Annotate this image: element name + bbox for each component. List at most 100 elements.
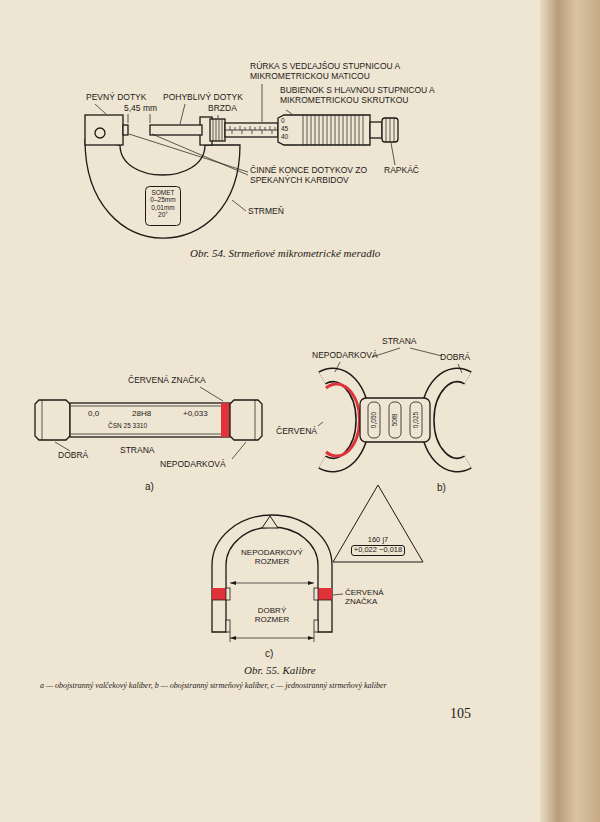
scale-number: 0 <box>281 117 285 124</box>
ratchet-neck <box>370 122 382 138</box>
part-label: ČINNÉ KONCE DOTYKOV ZO SPEKANÝCH KARBIDO… <box>250 166 375 186</box>
single-snap-gauge-part <box>318 600 332 601</box>
dimension-label: DOBRÝ ROZMER <box>240 606 304 624</box>
part-label: NEPODARKOVÁ <box>312 351 378 361</box>
gauge-marking: 28H8 <box>132 409 151 418</box>
thimble-knurl-part <box>347 115 348 145</box>
gauge-marking: 0,025 <box>412 412 419 428</box>
part-label: ČERVENÁ ZNAČKA <box>128 376 206 386</box>
double-snap-leaders-part <box>410 348 442 356</box>
sub-figure-letter: b) <box>437 482 446 494</box>
lock-knurl-part <box>222 119 223 141</box>
box-text: 160 j7 <box>368 536 388 545</box>
scale-number: 45 <box>281 125 288 132</box>
right-jaw <box>427 375 468 465</box>
plug-gauge-part <box>70 434 230 435</box>
part-label: STRMEŇ <box>248 207 284 217</box>
part-label: STRANA <box>382 337 416 347</box>
thimble-knurl-part <box>311 115 312 145</box>
gauge-marking: +0,033 <box>183 409 208 418</box>
part-label: RÚRKA S VEDĽAJŠOU STUPNICOU A MIKROMETRI… <box>250 62 430 82</box>
micrometer <box>85 115 398 238</box>
sleeve-ticks-part <box>260 126 261 130</box>
gauge-marking: ČSN 25 3310 <box>108 422 147 429</box>
scale-number: 40 <box>281 133 288 140</box>
lock-knurl-part <box>219 119 220 141</box>
double-snap-leaders-part <box>458 364 462 373</box>
red-arc <box>326 384 360 456</box>
double-snap-leaders-part <box>335 362 340 372</box>
thimble-knurl-part <box>307 115 308 145</box>
single-snap-dimensions-part <box>230 636 236 640</box>
ratchet-knurl-part <box>390 118 391 142</box>
micrometer-leaders-part <box>232 200 246 211</box>
sleeve <box>225 123 278 137</box>
single-snap-dimensions-part <box>230 583 314 584</box>
single-snap-dimensions-part <box>230 581 236 585</box>
gauge-marking: 50f8 <box>391 414 398 427</box>
dimension-label: NEPODARKOVÝ ROZMER <box>232 548 312 566</box>
tolerance-triangle-shape <box>333 485 423 562</box>
tag <box>410 402 422 438</box>
single-snap-dimensions <box>230 581 343 642</box>
gauge-marking: 0,0 <box>88 409 99 418</box>
spindle <box>150 125 202 135</box>
sleeve-ticks-part <box>270 126 271 130</box>
micrometer-leaders-part <box>180 104 185 124</box>
plug-gauge <box>35 400 262 440</box>
left-jaw-outline <box>322 375 363 465</box>
ratchet-knurl-part <box>394 118 395 142</box>
sleeve-ticks-part <box>265 127 266 130</box>
lock-knurl-part <box>216 119 217 141</box>
box-text: 20° <box>158 211 168 218</box>
part-label: ČERVENÁ ZNAČKA <box>345 588 407 606</box>
thimble-knurl-part <box>323 115 324 145</box>
double-snap-leaders-part <box>318 422 323 426</box>
part-label: DOBRÁ <box>440 353 470 363</box>
thimble-knurl-part <box>343 115 344 145</box>
part-label: NEPODARKOVÁ <box>160 460 226 470</box>
thimble-knurl <box>303 115 363 145</box>
horseshoe <box>212 515 332 632</box>
frame <box>85 140 240 238</box>
thimble-knurl-part <box>315 115 316 145</box>
nameplate: SOMET0–25mm0,01mm20° <box>145 186 181 226</box>
sub-figure-letter: a) <box>145 481 154 493</box>
single-snap-dimensions-part <box>333 594 343 595</box>
ratchet-knurl <box>386 118 394 142</box>
thimble-knurl-part <box>355 115 356 145</box>
part-label: PEVNÝ DOTYK <box>86 93 146 103</box>
book-binding-shadow <box>540 0 600 822</box>
box-text: SOMET <box>151 189 174 196</box>
micrometer-leaders-part <box>150 114 151 123</box>
plug-gauge-leaders <box>55 387 246 459</box>
thimble-knurl-part <box>327 115 328 145</box>
micrometer-leaders-part <box>129 134 248 172</box>
part-label: POHYBLIVÝ DOTYK <box>163 93 243 103</box>
red-mark <box>318 588 332 600</box>
gauge-end-nogo <box>230 400 262 440</box>
sleeve-ticks-part <box>272 130 273 134</box>
micrometer-leaders-part <box>262 84 263 122</box>
dimension: 5,45 mm <box>124 104 157 114</box>
box-text: 0,01mm <box>151 204 174 211</box>
sleeve-ticks-part <box>262 130 263 134</box>
part-label: DOBRÁ <box>58 451 88 461</box>
micrometer-leaders-part <box>391 143 395 165</box>
gauge-body <box>360 398 430 442</box>
lock-ring <box>210 119 225 141</box>
sleeve-ticks-part <box>255 127 256 130</box>
right-jaw-outline <box>427 375 468 465</box>
sleeve-ticks-part <box>230 126 231 130</box>
thimble-knurl-part <box>339 115 340 145</box>
tag <box>389 402 401 438</box>
figure-caption: Obr. 54. Strmeňové mikrometrické meradlo <box>190 247 380 260</box>
sleeve-ticks-part <box>252 130 253 134</box>
plug-gauge-part <box>255 400 256 440</box>
thimble-knurl-part <box>303 115 304 145</box>
thimble-knurl-part <box>359 115 360 145</box>
single-snap-dimensions-part <box>230 638 314 639</box>
tag <box>368 402 380 438</box>
tolerance-triangle: 160 j7+0,022 −0,018 <box>332 484 424 563</box>
